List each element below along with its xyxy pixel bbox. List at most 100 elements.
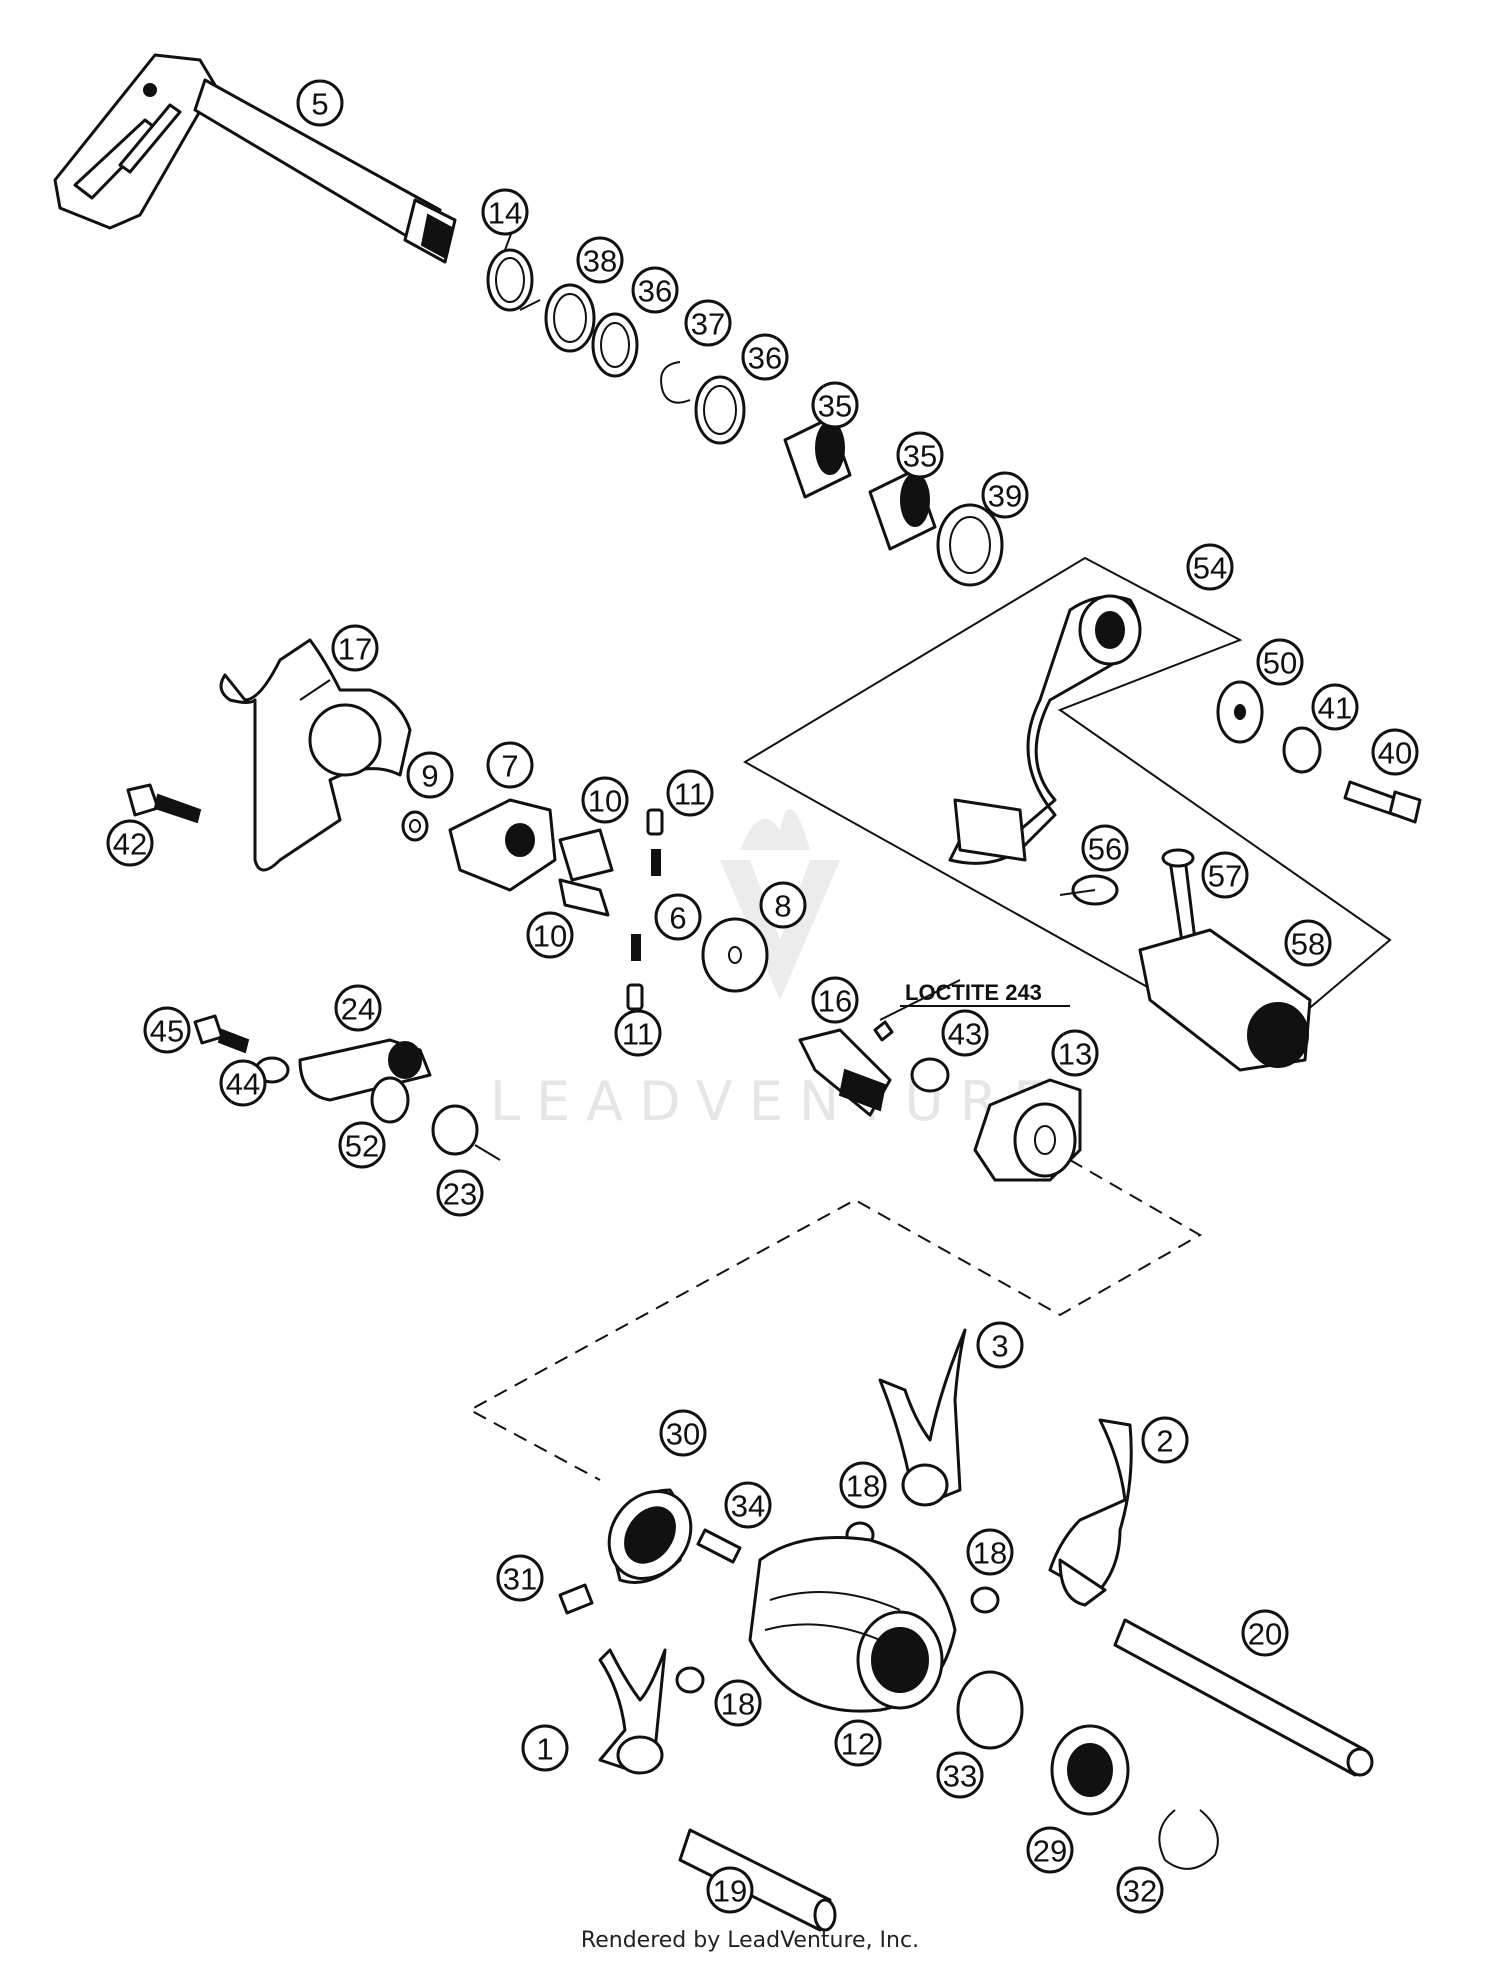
callout-40: 40 [1371,728,1419,776]
svg-text:11: 11 [622,1017,654,1052]
callout-12: 12 [834,1719,882,1767]
svg-text:54: 54 [1193,551,1227,586]
svg-text:9: 9 [421,759,438,794]
svg-text:56: 56 [1088,832,1122,867]
callout-35: 35 [811,381,859,429]
callout-1: 1 [521,1724,569,1772]
callout-14: 14 [481,188,529,236]
callout-54: 54 [1186,543,1234,591]
loctite-label: LOCTITE 243 [905,980,1042,1005]
callout-35b: 35 [896,431,944,479]
shift-quadrant [448,798,557,892]
svg-text:50: 50 [1263,646,1297,681]
svg-text:43: 43 [948,1017,982,1052]
svg-text:3: 3 [991,1329,1008,1364]
callout-34: 34 [724,1481,772,1529]
callout-2: 2 [1141,1416,1189,1464]
svg-text:8: 8 [774,889,791,924]
svg-text:45: 45 [150,1014,184,1049]
callout-38: 38 [576,236,624,284]
svg-text:30: 30 [666,1417,700,1452]
callout-10: 10 [581,776,629,824]
svg-text:44: 44 [226,1067,260,1102]
bearing-30 [607,1488,693,1584]
callout-13: 13 [1051,1029,1099,1077]
shift-lever [948,594,1422,1072]
svg-text:18: 18 [846,1469,880,1504]
callout-41: 41 [1311,683,1359,731]
shift-drum-locator [973,1078,1082,1182]
callout-11: 11 [666,769,714,817]
callout-18c: 18 [714,1679,762,1727]
callout-11b: 11 [614,1009,662,1057]
svg-text:38: 38 [583,244,617,279]
callout-45: 45 [143,1006,191,1054]
callout-17: 17 [331,624,379,672]
callout-5: 5 [296,79,344,127]
washer-8 [701,917,769,993]
callout-44: 44 [219,1059,267,1107]
callout-33: 33 [936,1751,984,1799]
callout-31: 31 [496,1554,544,1602]
svg-text:24: 24 [341,992,375,1027]
svg-text:16: 16 [818,984,852,1019]
callout-3: 3 [976,1321,1024,1369]
bearings-35 [783,416,1004,587]
shift-drum [748,1536,957,1713]
svg-text:52: 52 [345,1129,379,1164]
svg-text:10: 10 [588,784,622,819]
svg-text:11: 11 [674,777,706,812]
svg-text:57: 57 [1208,859,1242,894]
svg-text:40: 40 [1378,736,1412,771]
callout-23: 23 [436,1169,484,1217]
washers-shaft [544,283,746,445]
callout-52: 52 [338,1121,386,1169]
callout-57: 57 [1201,851,1249,899]
svg-text:31: 31 [503,1562,537,1597]
loctite-note: LOCTITE 243 [900,980,1070,1007]
callout-10b: 10 [526,911,574,959]
callout-39: 39 [981,471,1029,519]
pins-11-6 [626,808,664,1011]
svg-text:6: 6 [669,901,686,936]
svg-text:33: 33 [943,1759,977,1794]
svg-text:10: 10 [533,919,567,954]
shift-shaft [53,53,457,264]
svg-text:12: 12 [841,1727,875,1762]
callout-36b: 36 [741,333,789,381]
callout-19: 19 [706,1866,754,1914]
svg-text:35: 35 [903,439,937,474]
svg-text:41: 41 [1318,691,1352,726]
svg-text:23: 23 [443,1177,477,1212]
callout-58: 58 [1284,919,1332,967]
callout-7: 7 [486,741,534,789]
callout-50: 50 [1256,638,1304,686]
callout-16: 16 [811,976,859,1024]
locking-plate [219,638,412,872]
callouts: 5 14 38 36 37 36 35 35 39 54 50 41 40 17… [106,79,1419,1914]
svg-text:58: 58 [1291,927,1325,962]
shift-forks [598,1328,1133,1775]
callout-18: 18 [839,1461,887,1509]
callout-8: 8 [759,881,807,929]
callout-42: 42 [106,819,154,867]
washer-43 [910,1057,950,1093]
watermark-text: LEADVENTURE [490,1070,1063,1133]
callout-29: 29 [1026,1826,1074,1874]
bolt-42 [126,783,202,824]
svg-text:39: 39 [988,479,1022,514]
callout-37: 37 [684,299,732,347]
drum-end-parts [678,1670,1219,1932]
svg-text:18: 18 [973,1536,1007,1571]
svg-text:1: 1 [536,1732,553,1767]
callout-32: 32 [1116,1866,1164,1914]
callout-36: 36 [631,266,679,314]
svg-text:14: 14 [488,196,522,231]
fork-shaft-20 [1113,1618,1374,1777]
svg-text:36: 36 [748,341,782,376]
svg-text:34: 34 [731,1489,765,1524]
callout-30: 30 [659,1409,707,1457]
svg-text:5: 5 [311,87,328,122]
